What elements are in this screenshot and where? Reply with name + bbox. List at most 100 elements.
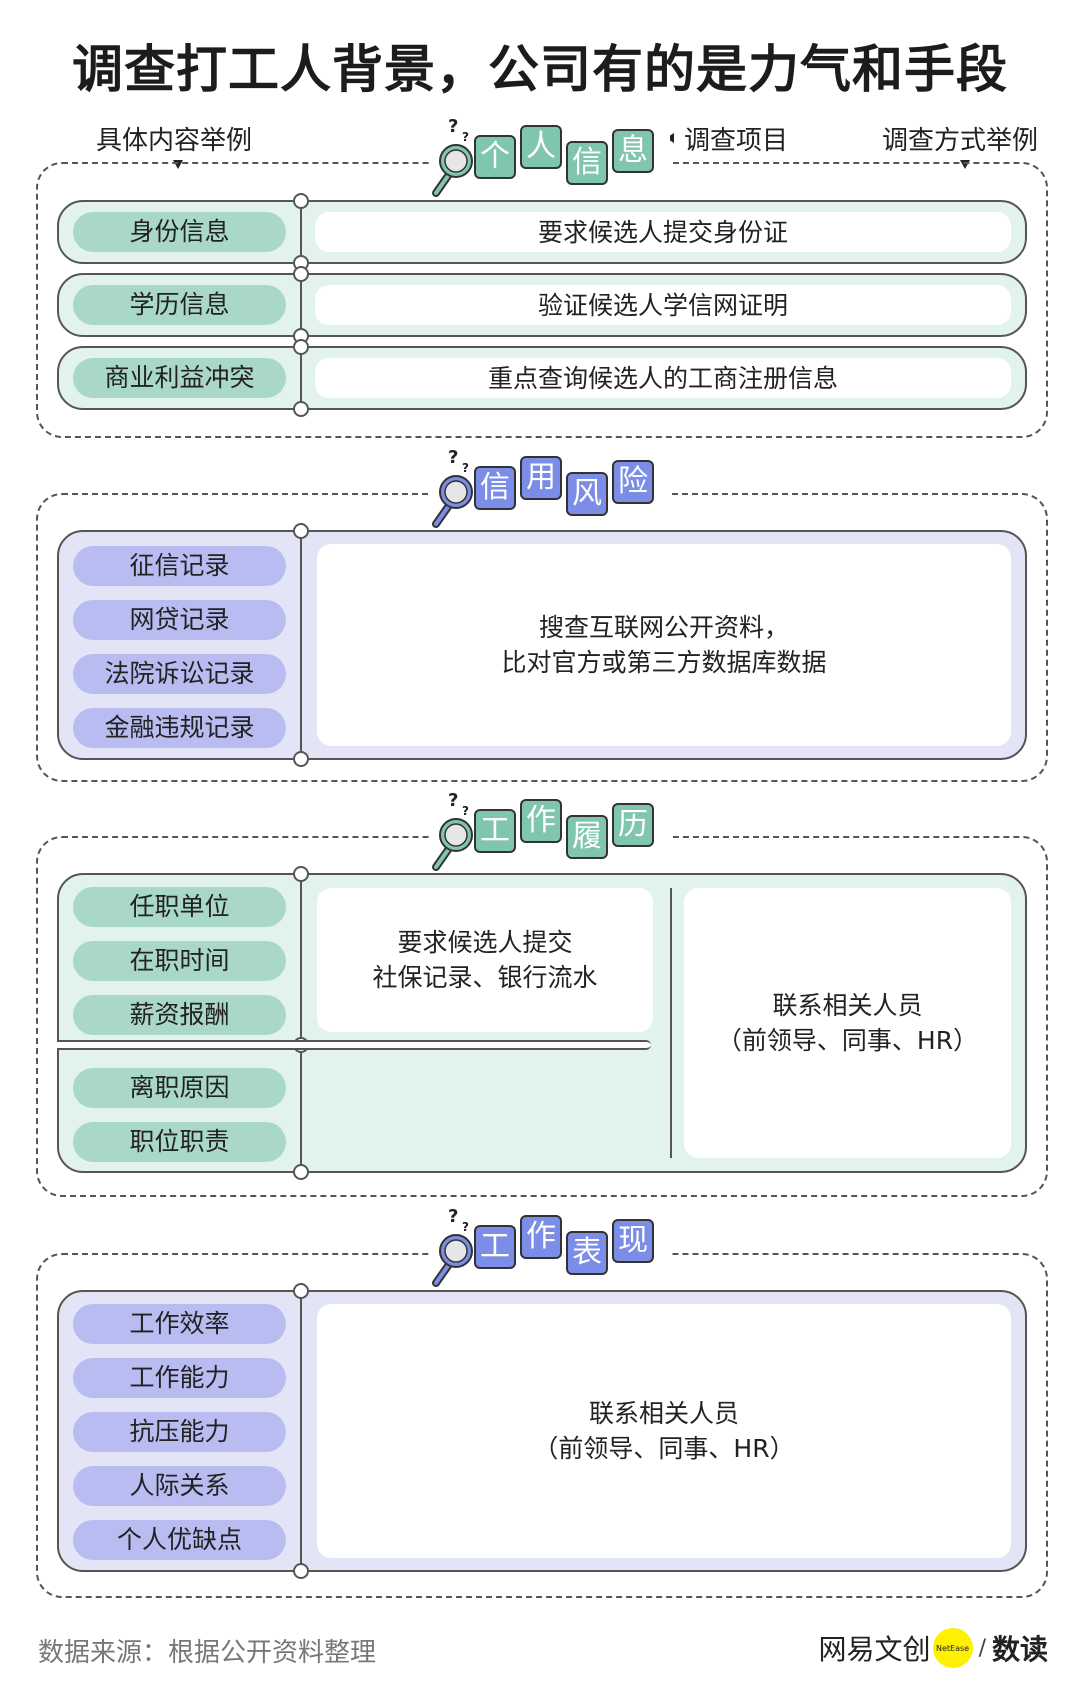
content-pill: 个人优缺点 xyxy=(73,1520,286,1560)
content-pill: 抗压能力 xyxy=(73,1412,286,1452)
divider xyxy=(300,875,302,1171)
method-line: 联系相关人员 xyxy=(588,1399,739,1428)
svg-text:?: ? xyxy=(462,461,469,475)
header-tile: 表 xyxy=(566,1231,608,1275)
header-tile: 历 xyxy=(612,803,654,847)
logo-badge: NetEase xyxy=(932,1628,973,1668)
divider xyxy=(300,1292,302,1570)
header-tile: 工 xyxy=(474,1225,516,1269)
notch xyxy=(293,866,309,882)
notch xyxy=(293,523,309,539)
method-line: 要求候选人提交 xyxy=(397,928,573,957)
info-row: 学历信息 验证候选人学信网证明 xyxy=(57,266,1027,344)
legend-content-examples: 具体内容举例 xyxy=(96,126,253,156)
notch xyxy=(293,1563,309,1579)
divider xyxy=(300,348,302,408)
section-header: ? ? 个人信息 xyxy=(430,113,670,197)
page-title: 调查打工人背景，公司有的是力气和手段 xyxy=(71,41,1008,100)
content-pill: 学历信息 xyxy=(73,285,286,325)
header-tile: 风 xyxy=(566,472,608,516)
method-box-documents: 要求候选人提交 社保记录、银行流水 xyxy=(317,888,653,1032)
notch xyxy=(293,1283,309,1299)
method-line: 联系相关人员 xyxy=(772,991,923,1020)
card: 任职单位在职时间薪资报酬离职原因职位职责 要求候选人提交 社保记录、银行流水 联… xyxy=(57,866,1027,1180)
header-tile: 信 xyxy=(474,466,516,510)
brand-logo: 网易文创 NetEase / 数读 xyxy=(819,1626,1048,1670)
method-line: （前领导、同事、HR） xyxy=(533,1434,795,1463)
arrow-left-icon xyxy=(666,133,674,143)
legend-method-examples: 调查方式举例 xyxy=(882,126,1039,156)
notch xyxy=(293,193,309,209)
divider xyxy=(300,532,302,758)
header-tile: 履 xyxy=(566,815,608,859)
svg-text:?: ? xyxy=(448,116,458,137)
header-tile: 险 xyxy=(612,460,654,504)
content-pill: 薪资报酬 xyxy=(73,995,286,1035)
content-pill: 人际关系 xyxy=(73,1466,286,1506)
header-tile: 人 xyxy=(520,125,562,169)
notch xyxy=(293,339,309,355)
legend-investigation-item: 调查项目 xyxy=(684,126,789,156)
section-header: ? ? 工作表现 xyxy=(430,1203,670,1287)
svg-text:?: ? xyxy=(448,790,458,811)
header-tile: 用 xyxy=(520,456,562,500)
method-line: （前领导、同事、HR） xyxy=(716,1026,979,1055)
content-pill: 职位职责 xyxy=(73,1122,286,1162)
header-tile: 信 xyxy=(566,141,608,185)
svg-text:?: ? xyxy=(462,130,469,144)
method-line: 社保记录、银行流水 xyxy=(372,963,598,992)
method-box-references: 联系相关人员 （前领导、同事、HR） xyxy=(684,888,1011,1158)
card: 工作效率工作能力抗压能力人际关系个人优缺点 联系相关人员 （前领导、同事、HR） xyxy=(57,1283,1027,1579)
content-pill: 征信记录 xyxy=(73,546,286,586)
notch xyxy=(293,266,309,282)
header-tile: 作 xyxy=(520,1215,562,1259)
svg-text:?: ? xyxy=(462,804,469,818)
method-box: 要求候选人提交身份证 xyxy=(315,212,1011,252)
info-row: 商业利益冲突 重点查询候选人的工商注册信息 xyxy=(57,339,1027,417)
content-pill: 工作能力 xyxy=(73,1358,286,1398)
split-line xyxy=(57,1040,651,1050)
section-header: ? ? 信用风险 xyxy=(430,444,670,528)
content-pill: 工作效率 xyxy=(73,1304,286,1344)
content-pill: 在职时间 xyxy=(73,941,286,981)
logo-main: 网易文创 xyxy=(818,1633,931,1666)
notch xyxy=(293,1164,309,1180)
method-box: 验证候选人学信网证明 xyxy=(315,285,1011,325)
content-pill: 离职原因 xyxy=(73,1068,286,1108)
divider xyxy=(300,202,302,262)
content-pill: 身份信息 xyxy=(73,212,286,252)
method-box: 重点查询候选人的工商注册信息 xyxy=(315,358,1011,398)
logo-sub: 数读 xyxy=(991,1633,1048,1666)
header-tile: 工 xyxy=(474,809,516,853)
method-line: 搜查互联网公开资料， xyxy=(538,613,789,642)
arrow-down-icon xyxy=(173,160,183,169)
method-box: 联系相关人员 （前领导、同事、HR） xyxy=(317,1304,1011,1558)
divider xyxy=(300,275,302,335)
content-pill: 商业利益冲突 xyxy=(73,358,286,398)
content-pill: 金融违规记录 xyxy=(73,708,286,748)
notch xyxy=(293,401,309,417)
magnifier-icon: ? ? xyxy=(432,447,473,528)
magnifier-icon: ? ? xyxy=(432,116,473,197)
header-tile: 作 xyxy=(520,799,562,843)
magnifier-icon: ? ? xyxy=(432,1206,473,1287)
content-pill: 任职单位 xyxy=(73,887,286,927)
section-header: ? ? 工作履历 xyxy=(430,787,670,871)
header-tile: 息 xyxy=(612,129,654,173)
svg-text:?: ? xyxy=(448,1206,458,1227)
magnifier-icon: ? ? xyxy=(432,790,473,871)
notch xyxy=(293,751,309,767)
data-source: 数据来源：根据公开资料整理 xyxy=(38,1638,377,1668)
method-box: 搜查互联网公开资料， 比对官方或第三方数据库数据 xyxy=(317,544,1011,746)
info-row: 身份信息 要求候选人提交身份证 xyxy=(57,193,1027,271)
card: 征信记录网贷记录法院诉讼记录金融违规记录 搜查互联网公开资料， 比对官方或第三方… xyxy=(57,523,1027,767)
content-pill: 法院诉讼记录 xyxy=(73,654,286,694)
arrow-down-icon xyxy=(960,160,970,169)
svg-text:?: ? xyxy=(462,1220,469,1234)
svg-text:?: ? xyxy=(448,447,458,468)
divider xyxy=(670,888,672,1158)
content-pill: 网贷记录 xyxy=(73,600,286,640)
header-tile: 个 xyxy=(474,135,516,179)
method-line: 比对官方或第三方数据库数据 xyxy=(501,648,827,677)
header-tile: 现 xyxy=(612,1219,654,1263)
